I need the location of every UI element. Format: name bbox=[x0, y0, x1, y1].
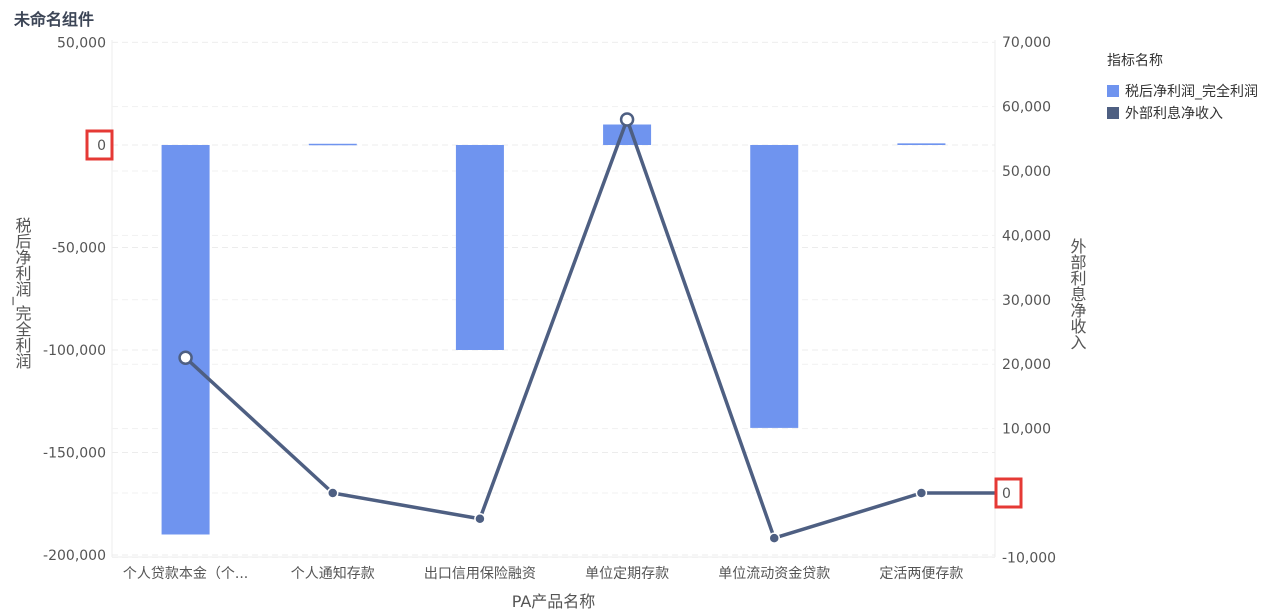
line-point[interactable] bbox=[619, 112, 635, 127]
legend: 税后净利润_完全利润外部利息净收入 bbox=[1107, 80, 1258, 124]
y-tick-label: -200,000 bbox=[43, 548, 106, 564]
y2-tick-label: 50,000 bbox=[1002, 164, 1051, 180]
bar[interactable] bbox=[897, 143, 946, 145]
highlight-box-left-zero bbox=[85, 129, 114, 161]
y-tick-label: -150,000 bbox=[43, 446, 106, 462]
series-line bbox=[184, 117, 922, 540]
y2-tick-label: 30,000 bbox=[1002, 293, 1051, 309]
legend-item[interactable]: 外部利息净收入 bbox=[1107, 102, 1258, 124]
x-tick-label: 出口信用保险融资 bbox=[424, 566, 536, 582]
y2-tick-label: -10,000 bbox=[1002, 550, 1056, 566]
combo-chart: 50,000 0 -50,000 -100,000 -150,000 -200,000 7… bbox=[12, 35, 1087, 611]
y2-tick-label: 70,000 bbox=[1002, 35, 1051, 51]
y-tick-label: 0 bbox=[97, 138, 106, 154]
bar[interactable] bbox=[750, 145, 799, 428]
y2-tick-label: 20,000 bbox=[1002, 357, 1051, 373]
line-series bbox=[178, 112, 995, 544]
right-axis-ticks: 70,000 60,000 50,000 40,000 30,000 20,000 10,0… bbox=[1002, 35, 1056, 566]
x-tick-label: 单位定期存款 bbox=[585, 566, 669, 582]
line-point[interactable] bbox=[768, 532, 780, 544]
legend-label: 外部利息净收入 bbox=[1125, 106, 1223, 122]
y-tick-label: -50,000 bbox=[52, 241, 106, 257]
grid-lines bbox=[111, 40, 996, 558]
y-tick-label: -100,000 bbox=[43, 343, 106, 359]
legend-item[interactable]: 税后净利润_完全利润 bbox=[1107, 80, 1258, 102]
y2-axis-title: 外部利息净收入 bbox=[1068, 238, 1087, 350]
bar[interactable] bbox=[603, 124, 652, 146]
x-tick-label: 个人通知存款 bbox=[291, 565, 375, 582]
y2-tick-label: 10,000 bbox=[1002, 422, 1051, 438]
legend-swatch bbox=[1107, 107, 1119, 119]
legend-label: 税后净利润_完全利润 bbox=[1125, 84, 1258, 100]
line-point[interactable] bbox=[327, 487, 339, 499]
legend-title: 指标名称 bbox=[1107, 53, 1163, 69]
y2-tick-label: 60,000 bbox=[1002, 100, 1051, 116]
line-point[interactable] bbox=[915, 487, 928, 499]
category-axis-ticks: 个人贷款本金（个... 个人通知存款 出口信用保险融资 单位定期存款 单位流动资金贷款 定… bbox=[123, 565, 964, 582]
y-tick-label: 50,000 bbox=[57, 36, 106, 52]
chart-title: 未命名组件 bbox=[14, 10, 95, 29]
y2-tick-label: 0 bbox=[1002, 486, 1011, 502]
left-axis-ticks: 50,000 0 -50,000 -100,000 -150,000 -200,000 bbox=[43, 36, 106, 565]
x-tick-label: 单位流动资金贷款 bbox=[718, 566, 830, 582]
highlight-box-right-zero bbox=[994, 477, 1023, 509]
highlight-boxes bbox=[85, 129, 1023, 509]
x-tick-label: 定活两便存款 bbox=[879, 566, 963, 582]
legend-swatch bbox=[1107, 85, 1119, 97]
y-axis-title: 税后净利润_完全利润 bbox=[12, 217, 32, 369]
bar[interactable] bbox=[308, 143, 357, 146]
line-point[interactable] bbox=[178, 350, 193, 366]
x-axis-title: PA产品名称 bbox=[512, 592, 596, 611]
x-tick-label: 个人贷款本金（个... bbox=[123, 566, 248, 582]
line-point[interactable] bbox=[474, 513, 486, 525]
bar-series bbox=[161, 124, 946, 535]
bar[interactable] bbox=[161, 145, 210, 535]
y2-tick-label: 40,000 bbox=[1002, 228, 1051, 244]
bar[interactable] bbox=[455, 145, 504, 350]
